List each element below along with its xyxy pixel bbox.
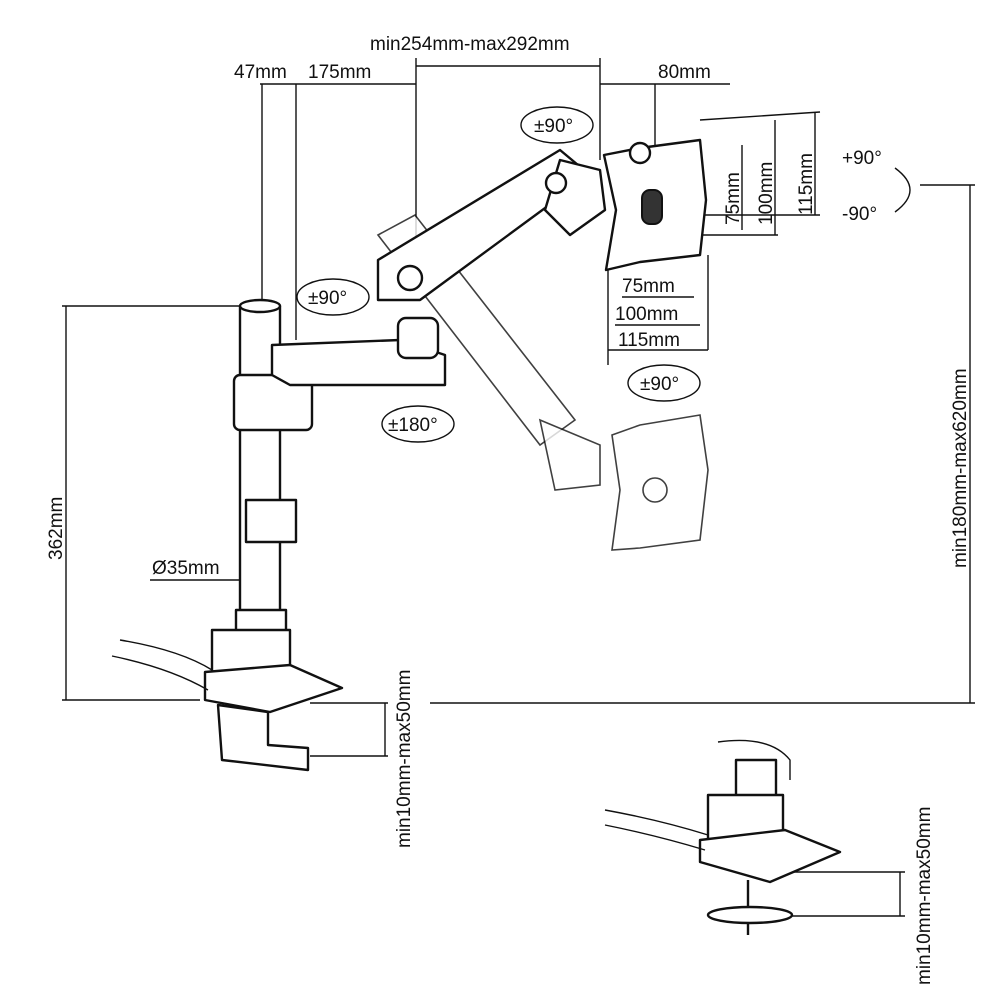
vesa-v-115-label: 115mm [796, 153, 817, 215]
tilt-down-label: -90° [842, 204, 877, 225]
vesa-plate [602, 138, 708, 272]
pole-offset-label: 47mm [234, 62, 287, 83]
dimension-lines [62, 58, 975, 917]
plate-rotation-label: ±90° [640, 374, 679, 395]
grommet-range-label: min10mm-max50mm [914, 807, 935, 985]
vesa-v-75-label: 75mm [723, 172, 744, 225]
vesa-h-115-label: 115mm [618, 330, 680, 351]
plate-offset-label: 80mm [658, 62, 711, 83]
upper-rotation-label: ±90° [534, 116, 573, 137]
lower-arm-label: 175mm [308, 62, 371, 83]
rotation-arrows [296, 106, 911, 443]
pole-height-label: 362mm [46, 497, 67, 560]
clamp-range-label: min10mm-max50mm [394, 670, 415, 848]
lower-rotation-label: ±90° [308, 288, 347, 309]
pole-diameter-label: Ø35mm [152, 558, 220, 579]
base-rotation-label: ±180° [388, 415, 438, 436]
dimension-labels: min254mm-max292mm 47mm 175mm 80mm ±90° +… [46, 34, 971, 985]
vesa-h-100-label: 100mm [615, 304, 678, 325]
height-range-label: min180mm-max620mm [950, 368, 971, 568]
tilt-up-label: +90° [842, 148, 882, 169]
arm-reach-label: min254mm-max292mm [370, 34, 570, 55]
arm [270, 148, 607, 387]
vesa-h-75-label: 75mm [622, 276, 675, 297]
vesa-v-100-label: 100mm [756, 162, 777, 225]
grommet-detail [604, 739, 842, 935]
